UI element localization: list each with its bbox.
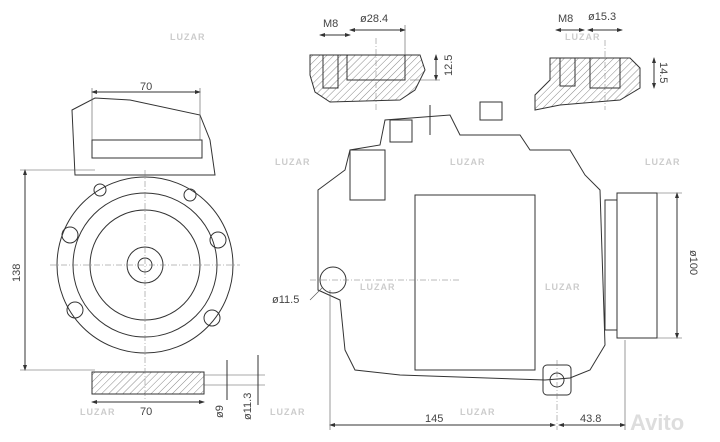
side-view: ø11.5 145 43.8 ø100: [272, 101, 699, 430]
dim-m8-left: M8: [323, 18, 338, 30]
dim-m8-right: M8: [558, 13, 573, 25]
dim-hole-9: ø9: [214, 405, 226, 418]
dim-diameter-28-4: ø28.4: [360, 13, 388, 25]
luzar-watermarks: LUZAR LUZAR LUZAR LUZAR LUZAR LUZAR LUZA…: [80, 32, 681, 417]
watermark-luzar: LUZAR: [275, 157, 311, 167]
dim-depth-14-5: 14.5: [657, 62, 669, 83]
front-view: 70 138 70 ø9 ø11.3: [11, 81, 265, 420]
dim-offset-43-8: 43.8: [580, 413, 601, 425]
watermark-luzar: LUZAR: [460, 407, 496, 417]
port-detail-right: M8 ø15.3 14.5: [534, 11, 669, 111]
dim-length-145: 145: [425, 413, 443, 425]
port-detail-left: M8 ø28.4 12.5: [309, 13, 455, 110]
dim-width-top-70: 70: [140, 81, 152, 93]
dim-height-138: 138: [11, 264, 23, 282]
dim-hole-11-3: ø11.3: [242, 393, 254, 420]
watermark-luzar: LUZAR: [450, 157, 486, 167]
watermark-luzar: LUZAR: [545, 282, 581, 292]
dim-width-bottom-70: 70: [140, 406, 152, 418]
dim-depth-12-5: 12.5: [443, 55, 455, 76]
dim-pulley-100: ø100: [687, 250, 699, 275]
dim-hole-11-5: ø11.5: [272, 294, 299, 306]
watermark-luzar: LUZAR: [645, 157, 681, 167]
watermark-luzar: LUZAR: [270, 407, 306, 417]
watermark-luzar: LUZAR: [80, 407, 116, 417]
watermark-luzar: LUZAR: [565, 32, 601, 42]
dim-diameter-15-3: ø15.3: [588, 11, 616, 23]
avito-watermark: Avito: [630, 410, 684, 435]
watermark-luzar: LUZAR: [360, 282, 396, 292]
watermark-luzar: LUZAR: [170, 32, 206, 42]
